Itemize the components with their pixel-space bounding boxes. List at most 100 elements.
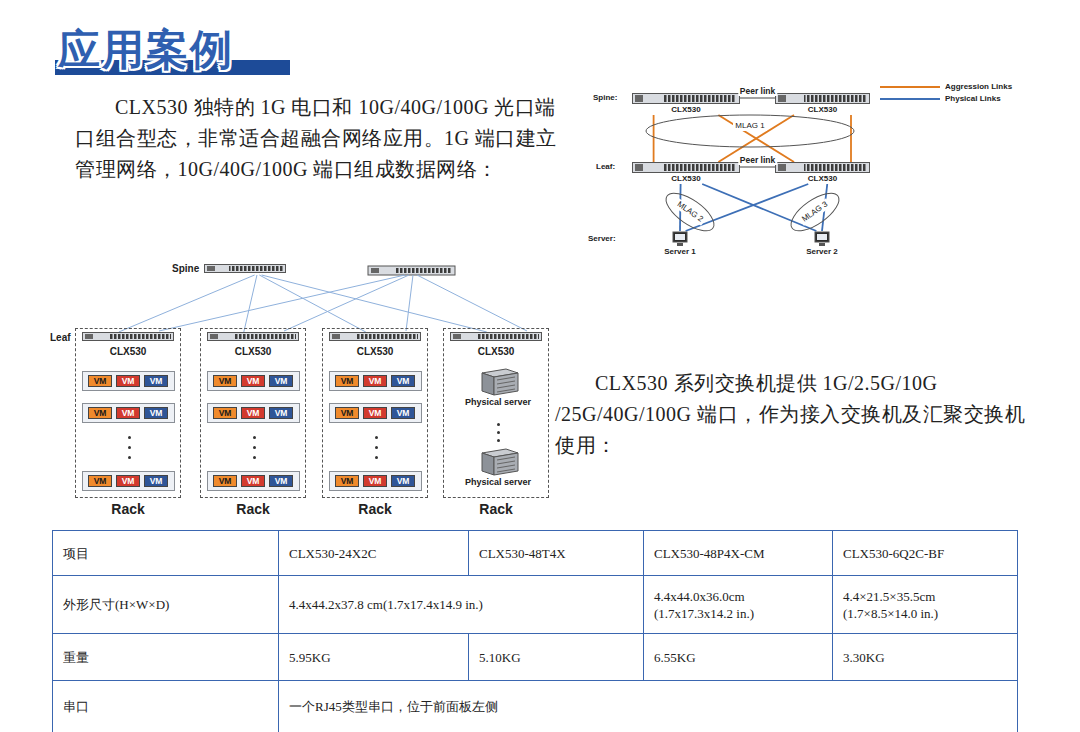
node-text: MLAG 2 [673,198,706,225]
node-text: VM [397,476,410,486]
node-text: VM [122,476,135,486]
node-text: VM [369,376,382,386]
table-cell: 3.30KG [833,634,1018,681]
switch-icon [632,162,740,173]
node-text: CLX530 [632,105,740,115]
vm-box: VM [213,375,237,387]
node-text: VM [94,476,107,486]
cell-text: 重量 [63,650,89,665]
node-text: VM [247,476,260,486]
link-line [159,275,527,331]
switch-icon [82,332,174,341]
cell-text: 4.4x44.0x36.0cm (1.7x17.3x14.2 in.) [654,589,754,621]
node-text: Spine [172,263,199,274]
spine-switch: Spine [172,261,290,275]
node-text: VM [219,408,232,418]
table-cell: 重量 [53,634,279,681]
server-icon [476,367,520,397]
node-text: VM [122,408,135,418]
leaf-switch: CLX530 [450,332,542,358]
link [740,97,775,98]
ellipsis-dot [253,436,256,439]
ellipsis-dot [253,456,256,459]
vm-box: VM [269,407,293,419]
physical-server: Physical server [456,447,540,488]
table-cell: 项目 [53,531,279,576]
node-text: CLX530 [450,346,542,358]
rack-box: RackCLX530VMVMVMVMVMVMVMVMVM [75,328,181,498]
node-text: Server 2 [794,247,850,257]
switch-node: CLX530 [775,162,870,184]
node-text: VM [275,376,288,386]
cell-text: 4.4×21.5×35.5cm (1.7×8.5×14.0 in.) [843,589,938,621]
node-text: VM [150,376,163,386]
node-text: VM [341,408,354,418]
vm-box: VM [116,407,140,419]
node-text: Rack [76,501,180,517]
table-cell: 外形尺寸(H×W×D) [53,576,279,634]
vm-box: VM [363,475,387,487]
node-text: CLX530 [632,174,740,184]
link [850,115,852,162]
table-cell: 4.4×21.5×35.5cm (1.7×8.5×14.0 in.) [833,576,1018,634]
page-title: 应用案例 [58,22,234,78]
vm-box: VM [363,407,387,419]
cell-text: 3.30KG [843,650,885,665]
table-cell: CLX530-24X2C [279,531,469,576]
vm-box: VM [116,475,140,487]
cell-text: 5.10KG [479,650,521,665]
physical-server: Physical server [456,367,540,408]
table-cell: 5.10KG [469,634,644,681]
paragraph: CLX530 系列交换机提供 1G/2.5G/10G /25G/40G/100G… [555,368,1042,461]
switch-icon [204,264,286,273]
node-text: VM [369,408,382,418]
node-text: CLX530 [775,105,870,115]
ellipsis-dot [375,436,378,439]
server-icon [672,231,688,247]
ellipsis-dot [253,446,256,449]
link [653,115,655,162]
server-icon [814,231,830,247]
vm-box: VM [335,407,359,419]
vm-box: VM [363,375,387,387]
switch-icon [775,162,870,173]
node-text: CLX530 [207,346,299,358]
table-row: 重量5.95KG5.10KG6.55KG3.30KG [53,634,1018,681]
node-text: Physical server [456,397,540,408]
cell-text: 外形尺寸(H×W×D) [63,597,169,612]
mlag-ellipse: MLAG 1 [645,114,855,148]
node-text: CLX530 [82,346,174,358]
cell-text: 串口 [63,699,89,714]
vm-box: VM [213,407,237,419]
cell-text: CLX530-48T4X [479,546,566,561]
vm-box: VM [241,375,265,387]
vm-box: VM [88,407,112,419]
link-label: Peer link [738,86,777,96]
paragraph: CLX530 独特的 1G 电口和 10G/40G/100G 光口端口组合型态，… [75,92,567,185]
node-text: VM [94,376,107,386]
table-cell: CLX530-48P4X-CM [644,531,833,576]
node-text: VM [247,376,260,386]
link-label: Peer link [738,155,777,165]
switch-icon [632,93,740,104]
vm-box: VM [144,475,168,487]
leaf-switch: CLX530 [207,332,299,358]
cell-text: CLX530-6Q2C-BF [843,546,944,561]
vm-box: VM [144,407,168,419]
vm-box: VM [335,475,359,487]
vm-box: VM [88,475,112,487]
rack-box: RackCLX530Physical serverPhysical server [443,328,549,498]
table-cell: 串口 [53,681,279,732]
table-row: 外形尺寸(H×W×D)4.4x44.2x37.8 cm(1.7x17.4x14.… [53,576,1018,634]
switch-node: CLX530 [632,93,740,115]
cell-text: 一个RJ45类型串口，位于前面板左侧 [289,699,498,714]
vm-box: VM [269,375,293,387]
node-text: VM [219,376,232,386]
ellipsis-dot [128,456,131,459]
ellipsis-dot [128,446,131,449]
link [702,184,816,231]
switch-icon [329,332,421,341]
ellipsis-dot [128,436,131,439]
vm-box: VM [391,375,415,387]
table-cell: 6.55KG [644,634,833,681]
